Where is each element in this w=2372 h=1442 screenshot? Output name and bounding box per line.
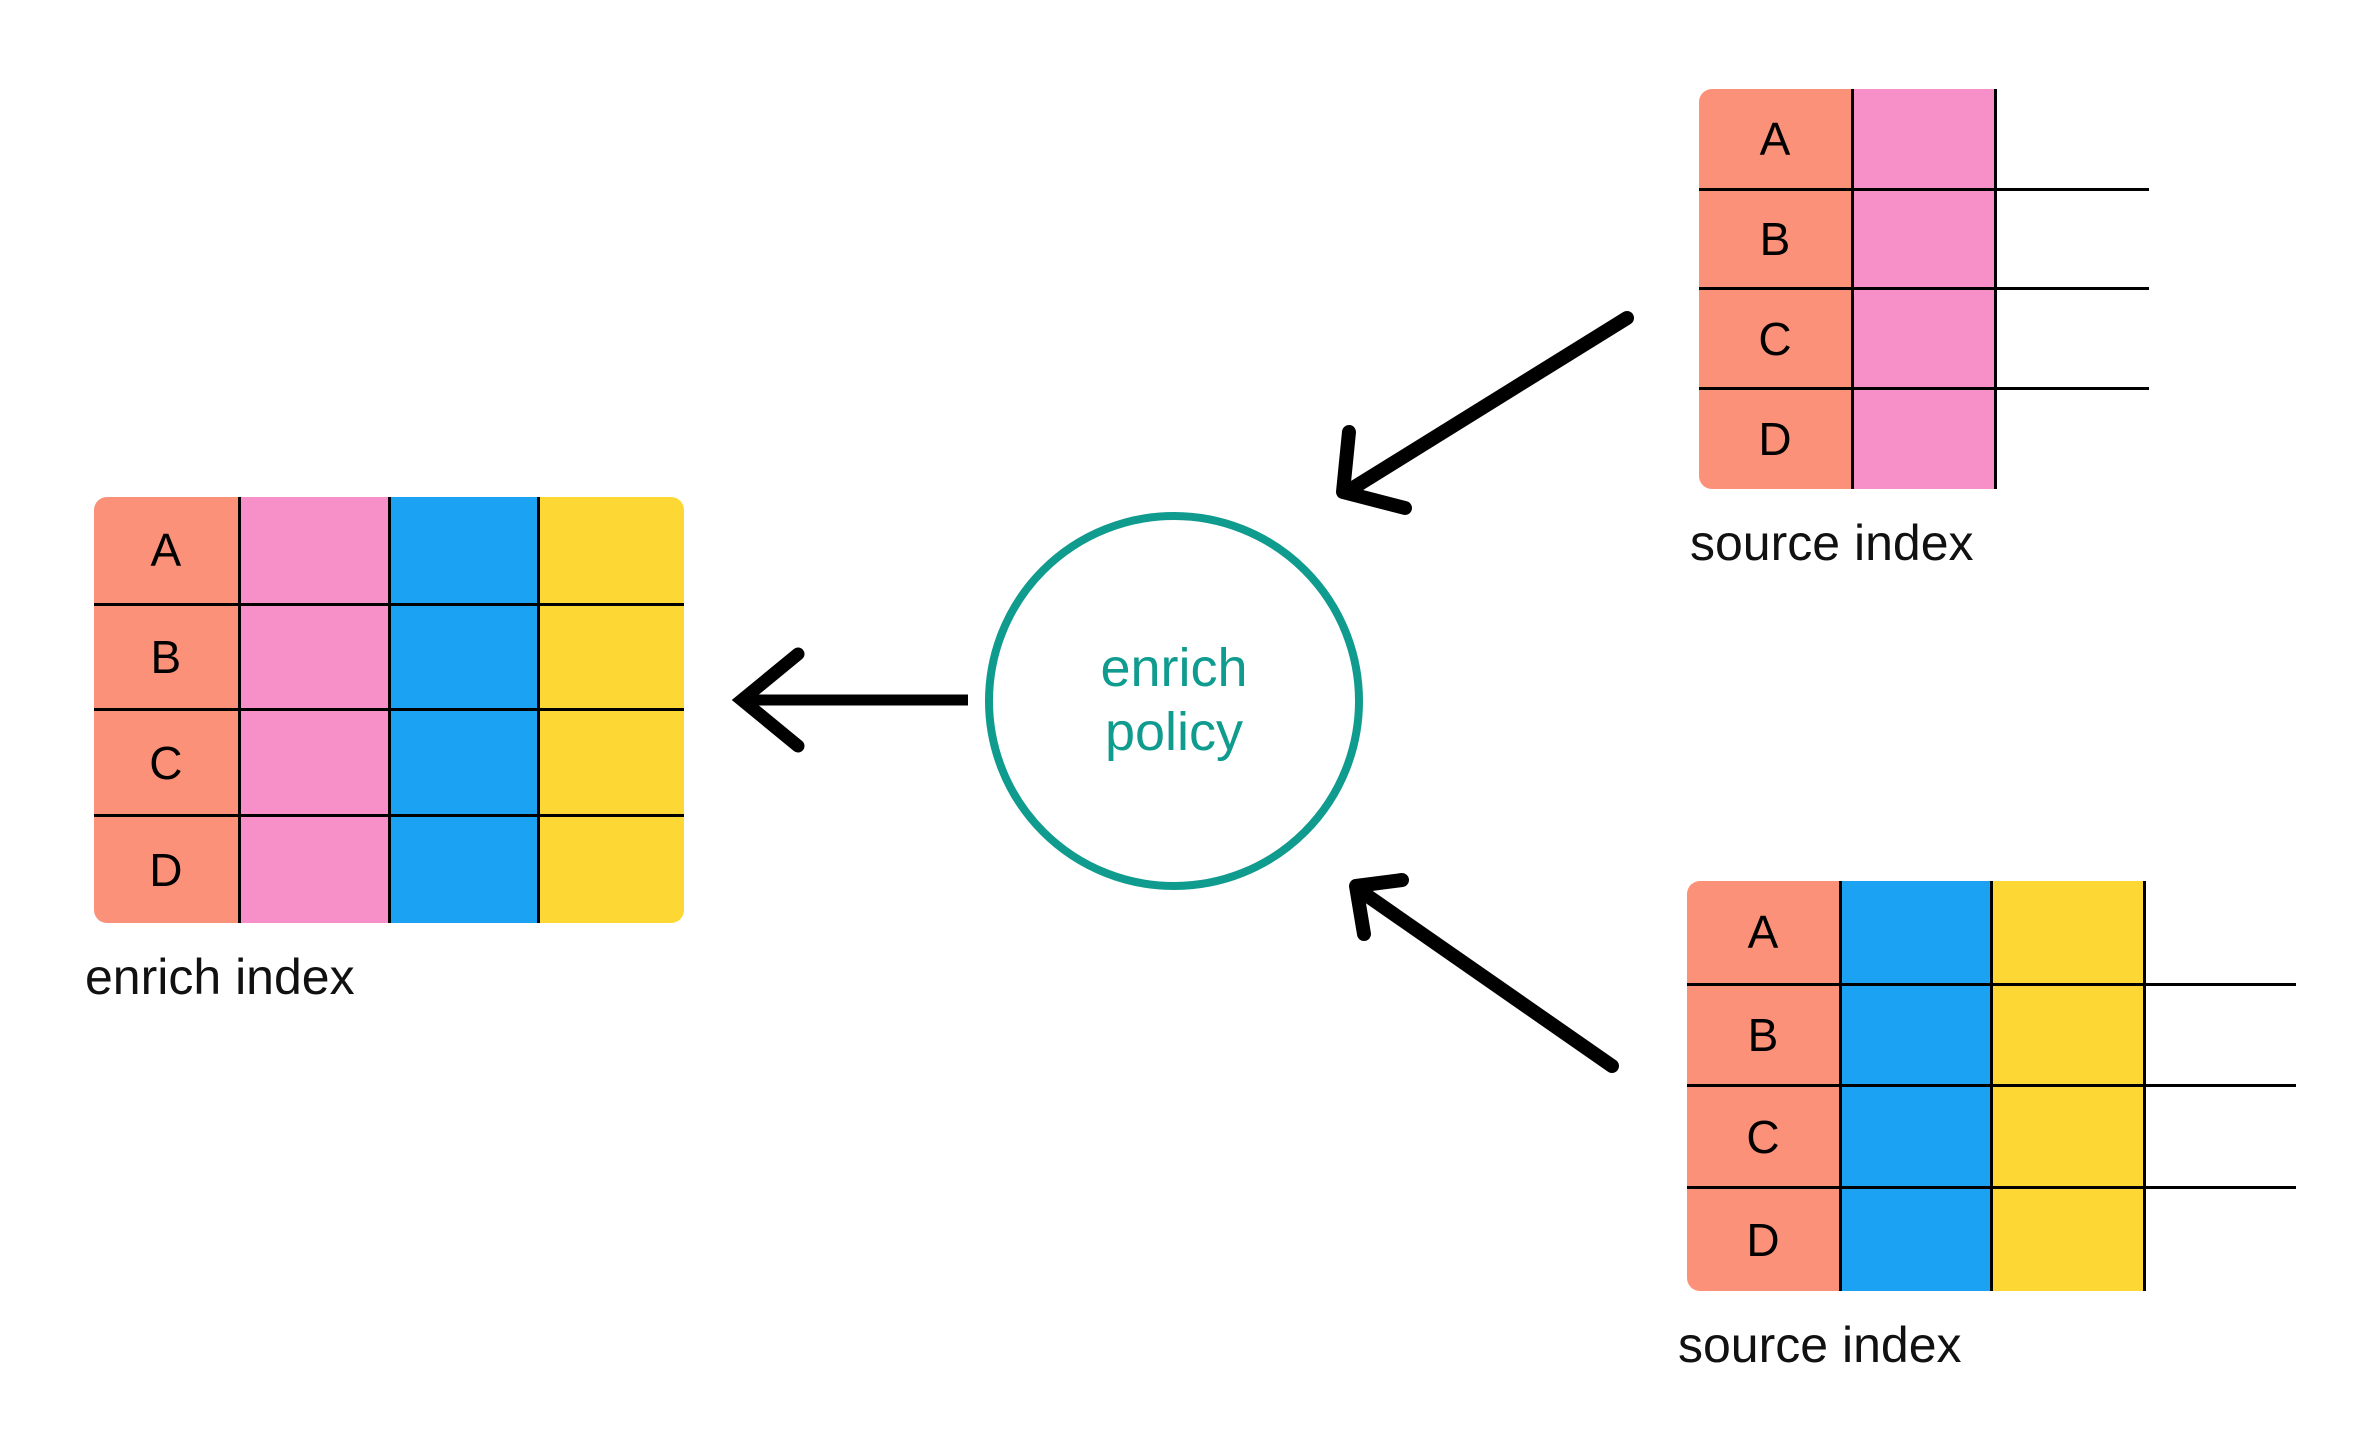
- cell-key: A: [1699, 89, 1854, 192]
- table-row: D: [1699, 386, 2149, 489]
- source-index-top-table: A B C D: [1690, 80, 2158, 498]
- cell-field-yellow: [537, 497, 684, 606]
- cell-field-blue: [387, 497, 541, 606]
- cell-key: D: [94, 814, 241, 923]
- table-row: A: [1687, 881, 2296, 986]
- cell-field-pink: [1851, 287, 1997, 390]
- cell-field-blue: [1839, 881, 1993, 986]
- table-row: D: [1687, 1186, 2296, 1291]
- cell-field-empty: [1994, 287, 2149, 390]
- cell-field-empty: [2143, 881, 2296, 986]
- enrich-policy-node: enrich policy: [985, 512, 1363, 890]
- enrich-index-caption: enrich index: [85, 949, 355, 1005]
- cell-field-empty: [2143, 1084, 2296, 1190]
- table-row: A: [1699, 89, 2149, 192]
- cell-field-blue: [1839, 1186, 1993, 1291]
- arrow-shaft: [1346, 311, 1634, 495]
- cell-key: B: [1699, 188, 1854, 291]
- cell-field-pink: [237, 708, 391, 817]
- table-row: C: [94, 708, 684, 817]
- cell-field-yellow: [1990, 1186, 2146, 1291]
- cell-key: D: [1687, 1186, 1842, 1291]
- arrow-head: [731, 647, 805, 753]
- cell-key: D: [1699, 386, 1854, 489]
- cell-field-pink: [237, 497, 391, 606]
- cell-key: C: [1699, 287, 1854, 390]
- cell-field-blue: [1839, 1084, 1993, 1190]
- arrow-head: [1349, 873, 1409, 941]
- table-row: D: [94, 814, 684, 923]
- table-row: C: [1699, 287, 2149, 390]
- source-index-bottom-caption: source index: [1678, 1317, 1962, 1373]
- table-row: B: [1687, 982, 2296, 1088]
- enrich-policy-label-line2: policy: [1104, 702, 1244, 762]
- cell-field-empty: [1994, 89, 2149, 192]
- cell-field-pink: [1851, 89, 1997, 192]
- cell-field-yellow: [1990, 982, 2146, 1088]
- cell-field-empty: [2143, 1186, 2296, 1291]
- arrow-shaft: [1355, 885, 1619, 1073]
- arrow-policy-to-enrich-index: [731, 647, 968, 753]
- cell-key: B: [94, 602, 241, 712]
- table-row: A: [94, 497, 684, 606]
- cell-key: C: [94, 708, 241, 817]
- cell-field-yellow: [1990, 881, 2146, 986]
- source-index-bottom-block: A B C D: [1678, 872, 2305, 1374]
- cell-key: B: [1687, 982, 1842, 1088]
- cell-field-yellow: [537, 814, 684, 923]
- cell-key: C: [1687, 1084, 1842, 1190]
- cell-field-blue: [387, 602, 541, 712]
- enrich-policy-label-line1: enrich: [1100, 638, 1248, 699]
- cell-field-yellow: [537, 708, 684, 817]
- cell-key: A: [94, 497, 241, 606]
- table-row: B: [94, 602, 684, 712]
- cell-field-pink: [237, 814, 391, 923]
- cell-field-pink: [1851, 386, 1997, 489]
- source-index-top-caption: source index: [1690, 515, 1974, 571]
- cell-field-empty: [2143, 982, 2296, 1088]
- cell-field-blue: [387, 814, 541, 923]
- cell-field-pink: [1851, 188, 1997, 291]
- cell-field-blue: [1839, 982, 1993, 1088]
- arrow-source-bottom-to-policy: [1349, 873, 1619, 1073]
- enrich-index-block: A B C D: [85, 488, 693, 1006]
- cell-field-yellow: [1990, 1084, 2146, 1190]
- table-row: C: [1687, 1084, 2296, 1190]
- cell-field-blue: [387, 708, 541, 817]
- arrow-head: [1336, 425, 1412, 515]
- source-index-bottom-table: A B C D: [1678, 872, 2305, 1300]
- cell-field-empty: [1994, 188, 2149, 291]
- source-index-top-block: A B C D: [1690, 80, 2158, 572]
- cell-field-yellow: [537, 602, 684, 712]
- cell-field-empty: [1994, 386, 2149, 489]
- cell-key: A: [1687, 881, 1842, 986]
- enrich-index-table: A B C D: [85, 488, 693, 932]
- arrow-source-top-to-policy: [1336, 311, 1634, 515]
- table-row: B: [1699, 188, 2149, 291]
- cell-field-pink: [237, 602, 391, 712]
